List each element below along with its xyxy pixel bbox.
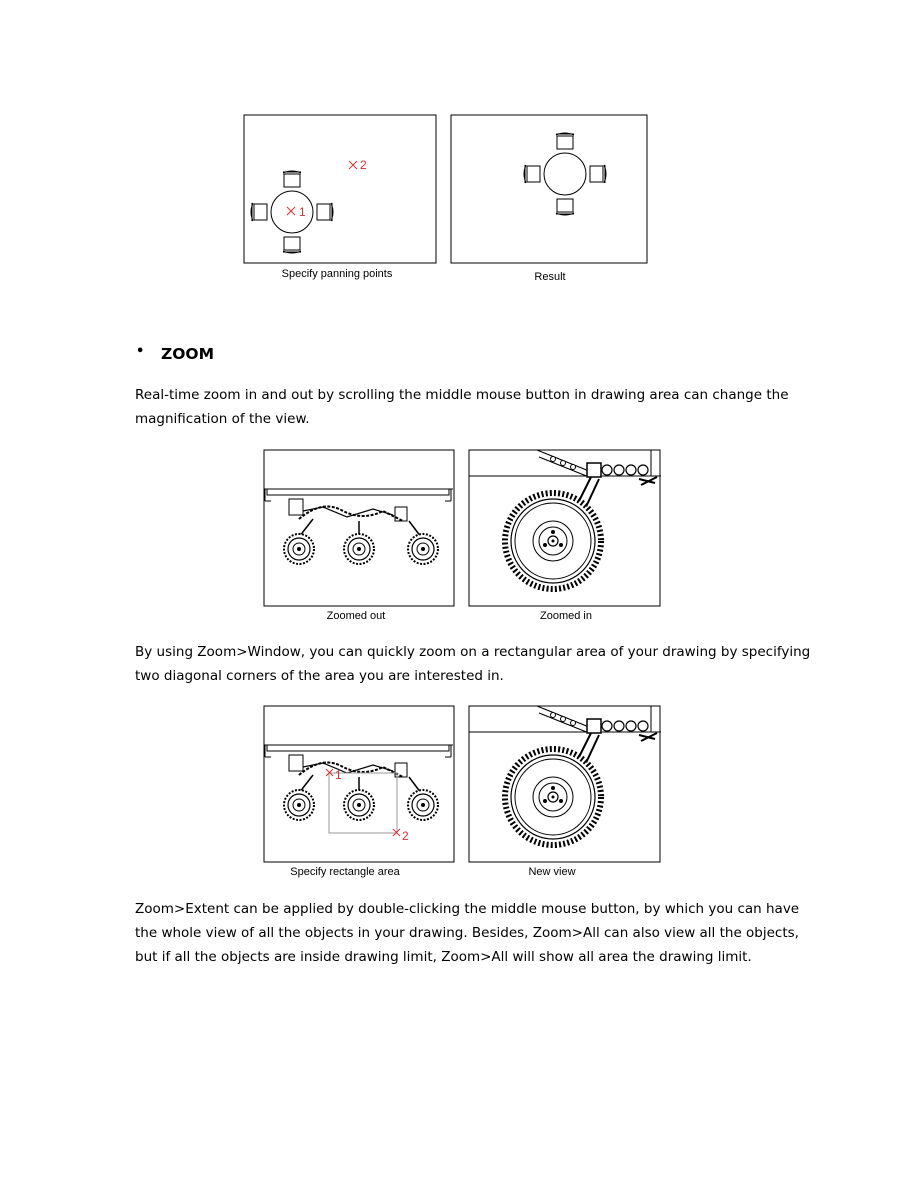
paragraph-zoom-window: By using Zoom>Window, you can quickly zo… (135, 644, 811, 684)
new-view-panel (468, 705, 661, 863)
pan-left-caption: Specify panning points (281, 268, 393, 280)
zoomed-out-panel (263, 449, 455, 607)
pan-figure-drawing (243, 114, 648, 264)
rover-wheel-new-view (469, 706, 661, 845)
rectangle-area-caption: Specify rectangle area (290, 866, 400, 878)
zoomed-in-panel (468, 449, 661, 607)
paragraph-realtime-zoom: Real-time zoom in and out by scrolling t… (135, 387, 789, 427)
zoomed-out-caption: Zoomed out (326, 610, 386, 622)
pan-right-panel (450, 114, 648, 264)
corner-point-1-marker (325, 768, 334, 777)
section-title: ZOOM (161, 345, 215, 363)
paragraph-zoom-extent: Zoom>Extent can be applied by double-cli… (135, 901, 800, 965)
zoomed-in-caption: Zoomed in (540, 610, 592, 622)
rover-wheel-zoomed-in (469, 450, 661, 589)
pan-left-panel (243, 114, 437, 264)
corner-point-2-marker (392, 828, 401, 837)
pan-point-2-label: 2 (360, 158, 367, 172)
zoom-window-figure: 1 2 (263, 705, 663, 865)
zoom-figure (263, 449, 663, 609)
rectangle-area-panel (263, 705, 455, 863)
pan-right-caption: Result (534, 271, 566, 283)
rover-with-selection (264, 745, 453, 820)
zoom-window-figure-drawing (263, 705, 663, 863)
pan-point-1-marker (286, 206, 296, 216)
corner-point-1-label: 1 (335, 768, 342, 782)
bullet: • (136, 344, 145, 359)
selection-rectangle (328, 772, 398, 834)
new-view-caption: New view (528, 866, 576, 878)
table-with-chairs-after (524, 133, 606, 215)
pan-figure: 1 2 (243, 114, 649, 266)
corner-point-2-label: 2 (402, 829, 409, 843)
zoom-figure-drawing (263, 449, 663, 607)
pan-point-2-marker (348, 160, 358, 170)
rover-zoomed-out (264, 489, 453, 564)
pan-point-1-label: 1 (299, 205, 306, 219)
